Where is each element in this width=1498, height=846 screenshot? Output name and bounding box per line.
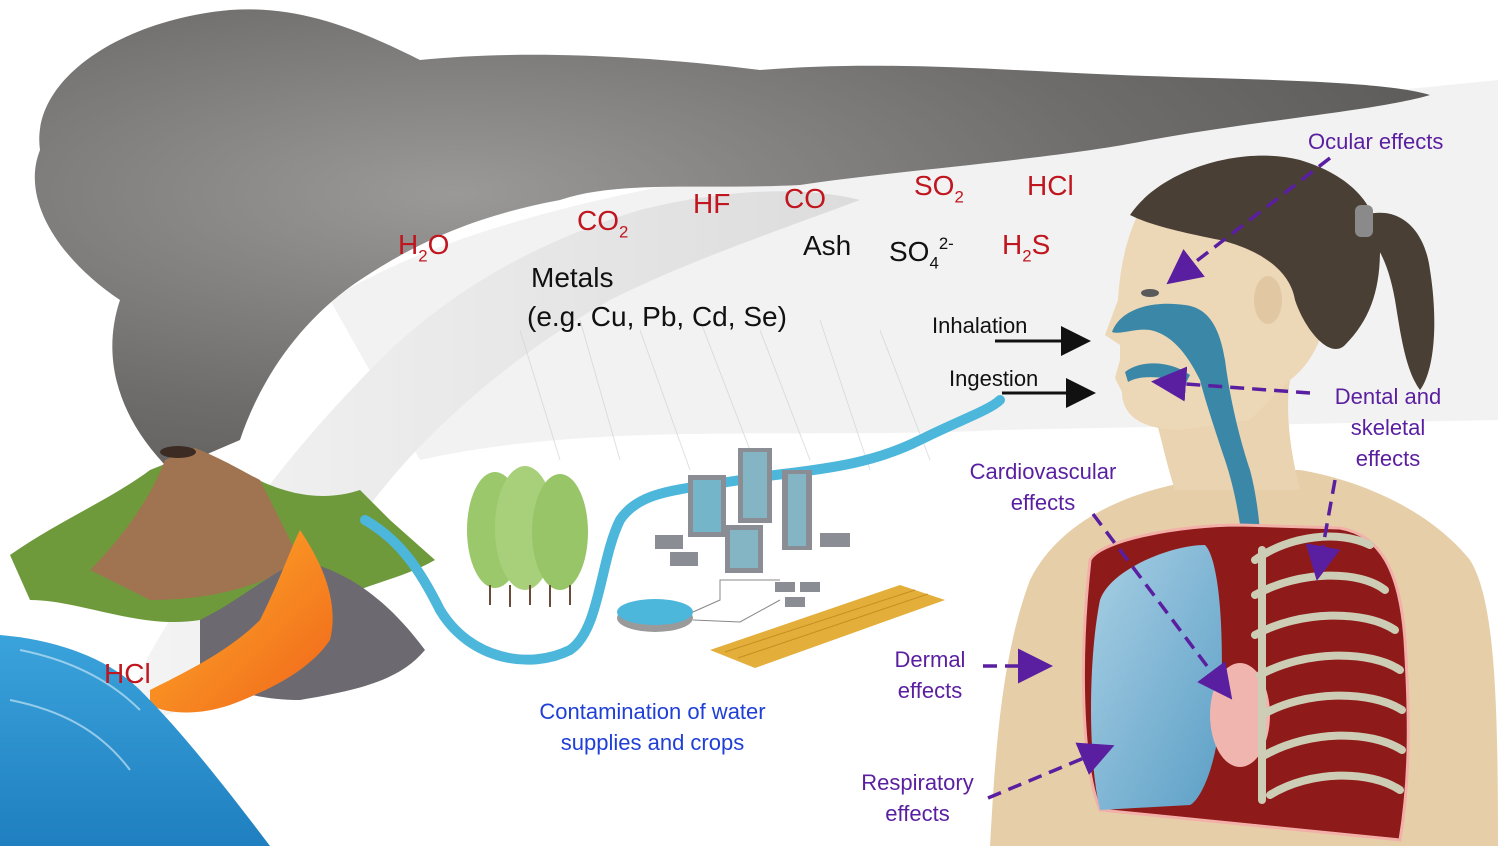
- dental-skeletal-effects-label: Dental and skeletal effects: [1318, 381, 1458, 474]
- rib-cage: [1251, 532, 1406, 804]
- ocular-arrow: [1166, 156, 1332, 285]
- contamination-line-1: Contamination of water: [539, 699, 766, 724]
- ocular-line-1: Ocular effects: [1308, 129, 1444, 154]
- river: [360, 395, 1005, 665]
- metals-label: Metals: [531, 262, 614, 293]
- respiratory-line-1: Respiratory: [861, 770, 974, 795]
- ingestion-label: Ingestion: [949, 366, 1039, 391]
- volcano-cone: [90, 448, 300, 600]
- hair-tie: [1355, 205, 1373, 237]
- gas-label-co2: CO2: [577, 205, 629, 242]
- metals-examples-label: (e.g. Cu, Pb, Cd, Se): [527, 301, 787, 332]
- rain-streaks: [519, 319, 931, 471]
- water-reservoir: [617, 579, 781, 632]
- lava-flow: [150, 530, 333, 713]
- gas-label-h2s: H2S: [1002, 229, 1051, 266]
- inhalation-label: Inhalation: [932, 313, 1028, 338]
- dermal-effects-label: Dermal effects: [880, 644, 980, 706]
- ash-label: Ash: [803, 230, 852, 261]
- cardiovascular-effects-label: Cardiovascular effects: [948, 456, 1138, 518]
- volcano-crater: [160, 446, 196, 458]
- gas-label-co: CO: [784, 183, 826, 214]
- sulfate-label: SO42-: [889, 234, 954, 273]
- gas-label-hcl-sea: HCl: [104, 658, 151, 689]
- city: [655, 448, 850, 607]
- respiratory-line-2: effects: [885, 801, 950, 826]
- gas-label-hf: HF: [693, 188, 731, 219]
- hair: [1130, 155, 1380, 349]
- dental-arrow: [1151, 366, 1311, 402]
- dental-line-2: skeletal: [1350, 415, 1426, 440]
- cardio-line-1: Cardiovascular: [969, 459, 1117, 484]
- contamination-line-2: supplies and crops: [560, 730, 745, 755]
- gas-label-hcl: HCl: [1027, 170, 1074, 201]
- dermal-line-2: effects: [897, 678, 963, 703]
- eruption-plume: [34, 9, 1431, 471]
- gas-label-so2: SO2: [914, 170, 964, 207]
- airway: [1112, 303, 1261, 560]
- respiratory-effects-label: Respiratory effects: [845, 767, 990, 829]
- skeletal-arrow: [1305, 479, 1341, 581]
- ponytail: [1365, 212, 1435, 390]
- eye: [1141, 289, 1159, 297]
- dental-line-1: Dental and: [1334, 384, 1442, 409]
- cardio-line-2: effects: [1010, 490, 1076, 515]
- dental-line-3: effects: [1355, 446, 1421, 471]
- lung: [1091, 545, 1222, 810]
- contamination-label: Contamination of water supplies and crop…: [515, 696, 790, 758]
- gas-label-h2o: H2O: [398, 229, 450, 266]
- dermal-line-1: Dermal: [894, 647, 966, 672]
- ocular-effects-label: Ocular effects: [1308, 126, 1443, 157]
- cardio-arrow: [1091, 512, 1233, 700]
- sea: [0, 635, 270, 846]
- forest: [467, 466, 588, 607]
